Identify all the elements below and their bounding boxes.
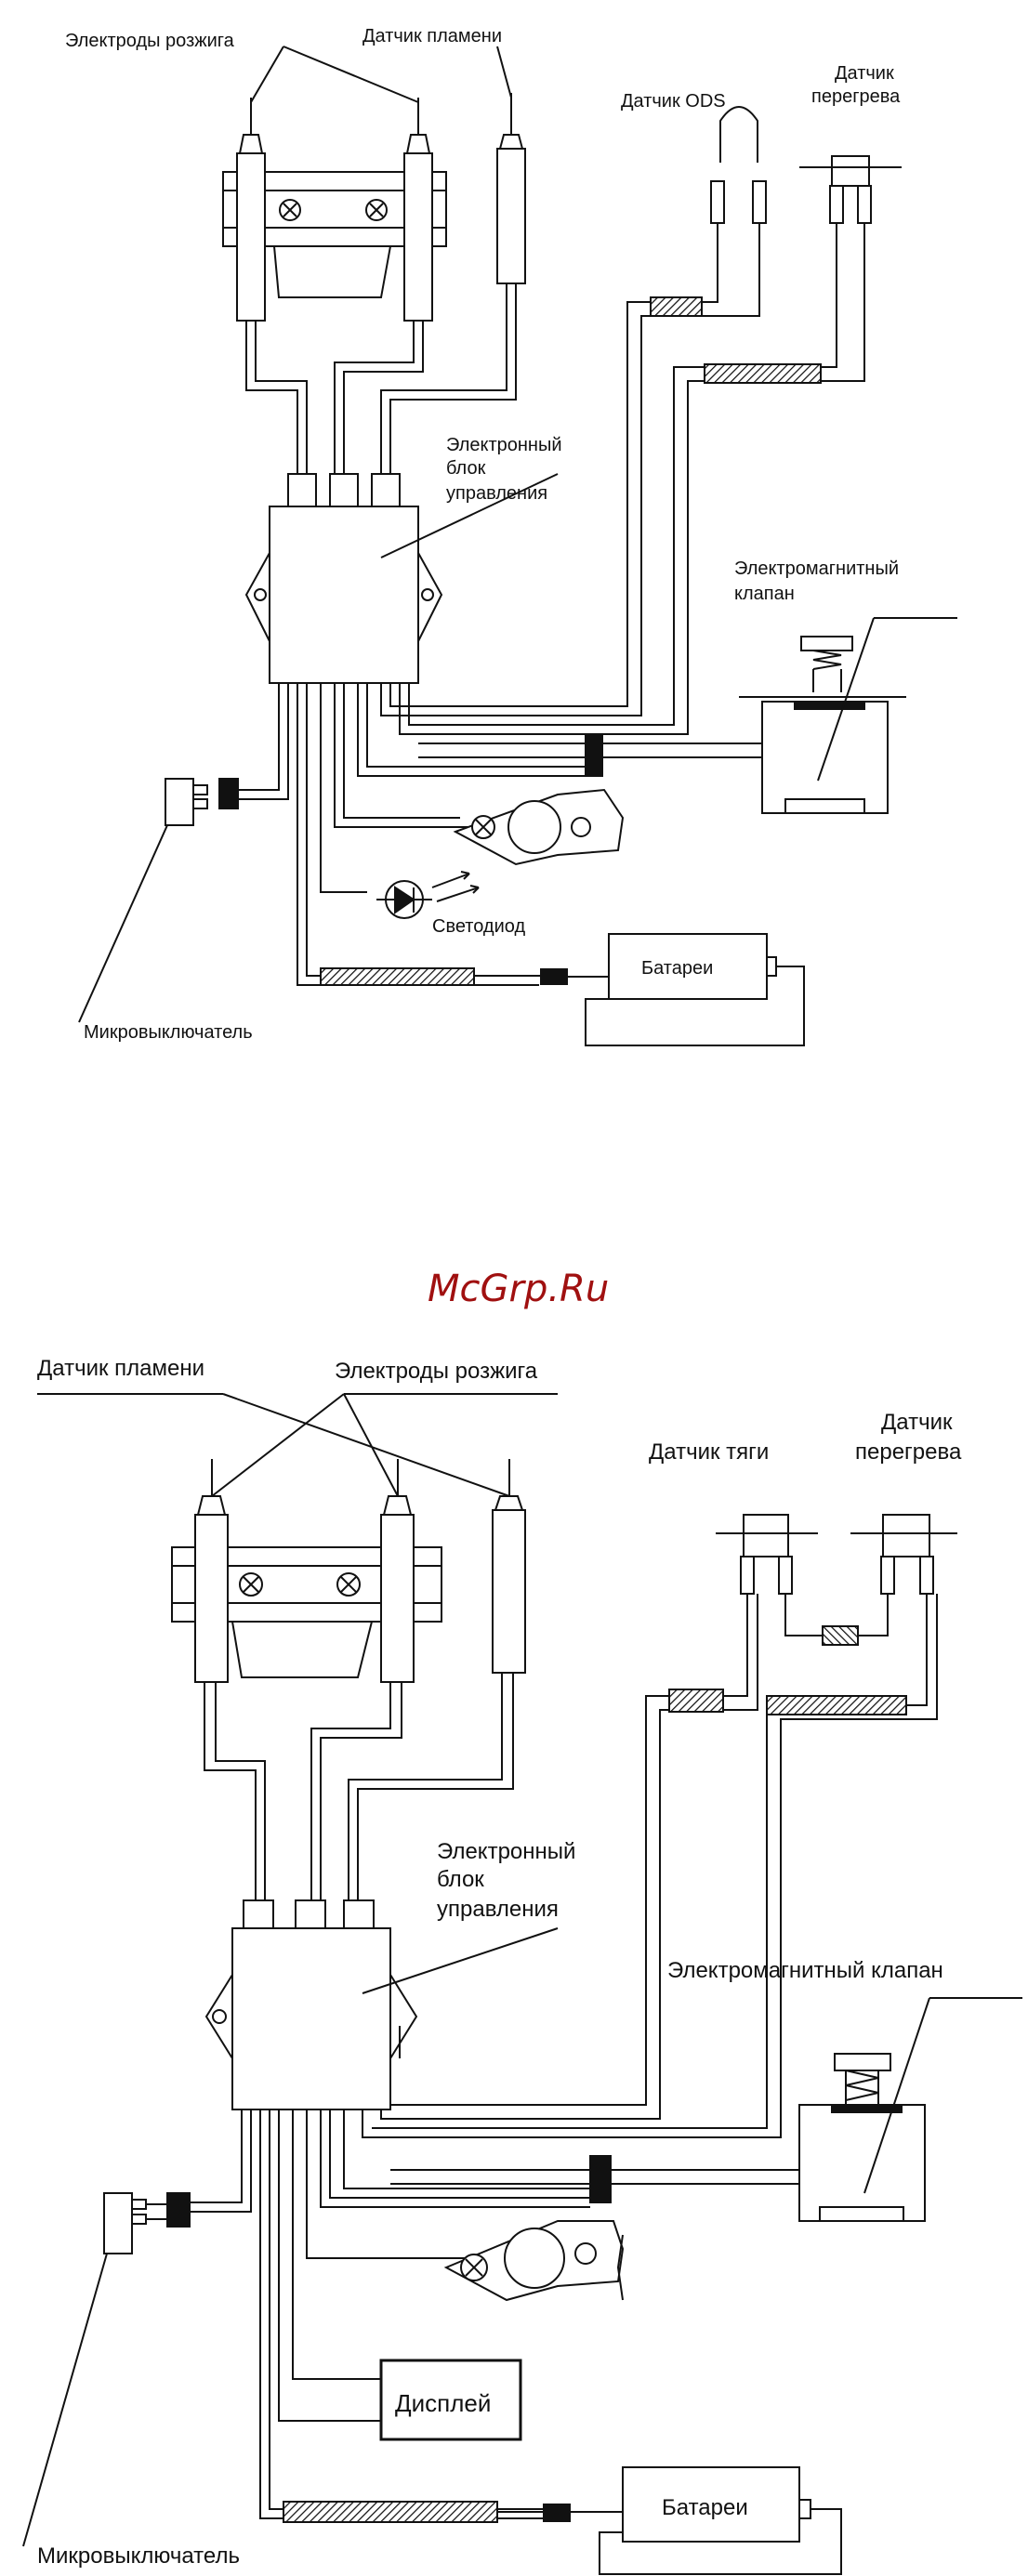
label-batteries-2: Батареи xyxy=(662,2495,748,2520)
label-solenoid-line-2: клапан xyxy=(734,584,795,604)
label-ecu-line-3: управления xyxy=(446,483,547,504)
label-display: Дисплей xyxy=(395,2389,491,2417)
ignition-electrode-2-2 xyxy=(380,1514,415,1683)
solenoid-valve-1 xyxy=(418,617,957,814)
thermocouple-bracket-2 xyxy=(443,2220,625,2302)
ignition-electrode-2-1 xyxy=(194,1514,229,1683)
label-solenoid-2: Электромагнитный клапан xyxy=(667,1958,943,1983)
label-ecu-line-1: Электронный xyxy=(446,435,562,455)
label-ecu-2-line-2: блок xyxy=(437,1867,484,1892)
label-microswitch: Микровыключатель xyxy=(84,1022,253,1043)
burner-assembly-2 xyxy=(171,1459,526,1683)
ecu-box xyxy=(244,473,443,684)
ecu-box-2 xyxy=(204,1899,418,2110)
ods-sensor xyxy=(380,106,767,716)
microswitch-1 xyxy=(78,778,239,1023)
label-overheat-sensor-line-2: перегрева xyxy=(811,86,901,107)
diagram-2 xyxy=(22,1393,1022,2575)
label-batteries: Батареи xyxy=(641,958,713,979)
screw-icon xyxy=(336,1572,361,1597)
label-ignition-electrodes: Электроды розжига xyxy=(65,31,235,51)
label-ecu-2-line-3: управления xyxy=(437,1897,559,1922)
burner-assembly xyxy=(222,93,526,322)
thermocouple-bracket xyxy=(453,788,625,866)
batteries-2 xyxy=(283,2466,842,2575)
led-symbol xyxy=(376,871,480,919)
diagram-2-labels: Датчик пламени Электроды розжига Датчик … xyxy=(37,1356,962,2569)
label-ecu-line-2: блок xyxy=(446,458,486,479)
label-overheat-sensor-2-line-1: Датчик xyxy=(881,1410,953,1435)
label-flame-sensor-2: Датчик пламени xyxy=(37,1356,204,1381)
label-led: Светодиод xyxy=(432,916,525,937)
watermark: McGrp.Ru xyxy=(428,1268,609,1310)
label-solenoid-line-1: Электромагнитный xyxy=(734,559,899,579)
solenoid-valve-2 xyxy=(390,1997,1022,2222)
screw-icon xyxy=(279,199,301,221)
screw-icon xyxy=(239,1572,263,1597)
batteries-1 xyxy=(320,933,805,1046)
label-overheat-sensor-line-1: Датчик xyxy=(835,63,894,84)
diagram-1-labels: Электроды розжига Датчик пламени Датчик … xyxy=(65,26,901,1043)
overheat-sensor-2 xyxy=(362,1514,957,2138)
display-box xyxy=(379,2359,522,2441)
label-overheat-sensor-2-line-2: перегрева xyxy=(855,1439,962,1465)
flame-sensor xyxy=(496,148,526,284)
screw-icon xyxy=(365,199,388,221)
microswitch-2 xyxy=(22,2192,191,2547)
draft-sensor xyxy=(380,1514,827,2120)
label-ignition-electrodes-2: Электроды розжига xyxy=(335,1359,538,1384)
label-flame-sensor: Датчик пламени xyxy=(362,26,502,46)
label-ecu-2-line-1: Электронный xyxy=(437,1839,575,1864)
label-draft-sensor: Датчик тяги xyxy=(649,1439,769,1465)
diagram-1 xyxy=(78,46,957,1046)
label-microswitch-2: Микровыключатель xyxy=(37,2543,240,2569)
overheat-sensor-1 xyxy=(399,155,902,735)
label-ods-sensor: Датчик ODS xyxy=(621,91,726,112)
ignition-electrode-1 xyxy=(236,152,266,322)
ignition-electrode-2 xyxy=(403,152,433,322)
flame-sensor-2 xyxy=(492,1509,526,1674)
